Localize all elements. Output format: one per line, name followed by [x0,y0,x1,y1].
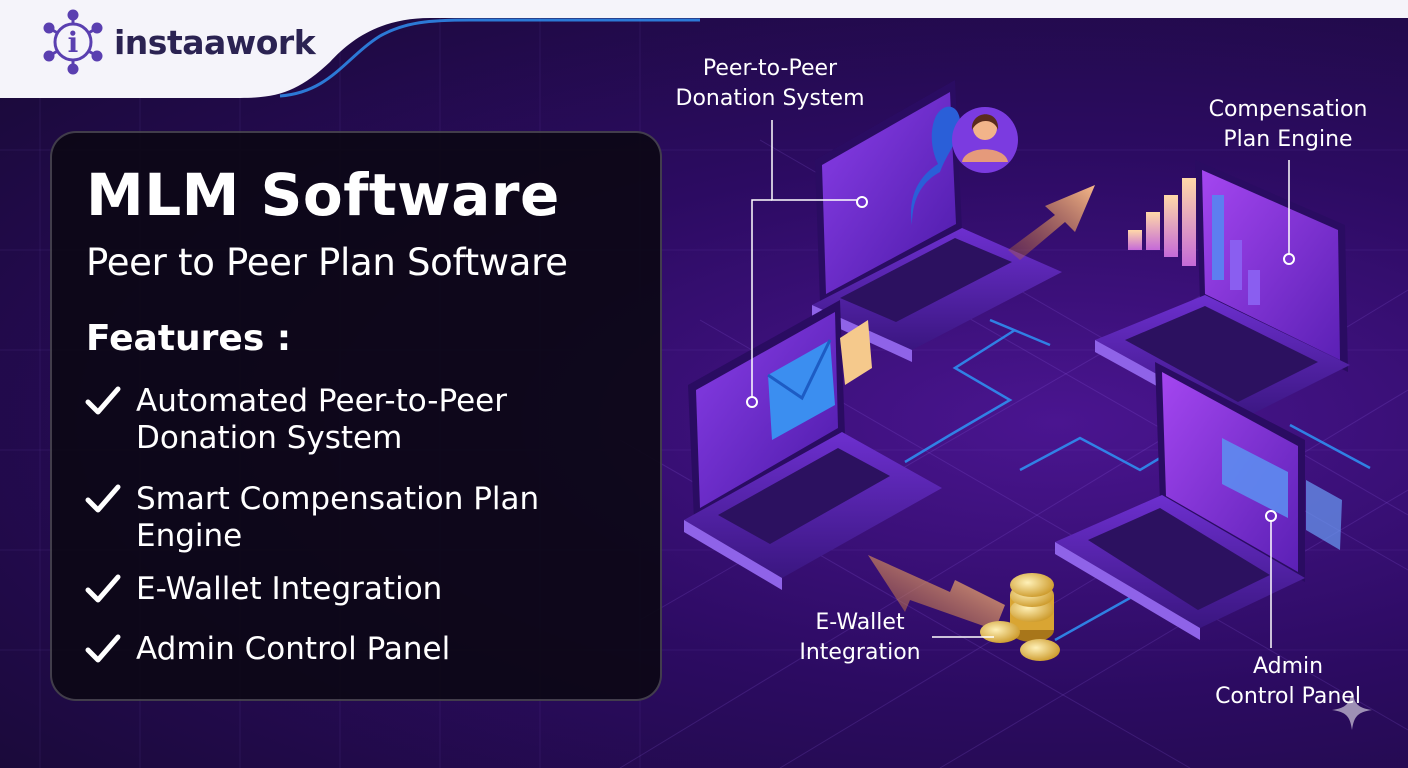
sparkle-icon [1332,690,1372,730]
page-subtitle: Peer to Peer Plan Software [86,241,568,284]
callout-peer-line2: Donation System [675,86,865,111]
brand-logo[interactable]: i instaawork [40,9,316,75]
coins-stack [980,573,1060,661]
brand-name: instaawork [114,22,316,62]
callout-admin: Admin Control Panel [1180,652,1396,712]
callout-wallet-line2: Integration [799,640,921,665]
callout-wallet-line1: E-Wallet [815,610,905,635]
feature-text: Smart Compensation Plan Engine [136,481,540,554]
laptop-donation [812,80,1062,362]
upward-arrow [1008,185,1095,260]
check-icon [85,386,121,415]
laptop-compensation [1095,160,1350,432]
check-icon [85,574,121,603]
callout-admin-line1: Admin [1252,654,1324,679]
laptop-email [684,300,942,590]
callout-admin-line2: Control Panel [1215,684,1361,709]
page-title: MLM Software [86,161,560,229]
callout-peer-line1: Peer-to-Peer [702,56,838,81]
laptop-admin [1055,362,1342,640]
envelope-icon [767,320,872,440]
bar-chart-graphic [1128,178,1260,305]
header-band [0,0,1408,98]
callout-leader-lines [751,120,1290,648]
features-heading: Features : [86,318,292,359]
instaawork-logo-icon: i [43,9,103,75]
feature-text: Admin Control Panel [136,631,451,667]
callout-ewallet: E-Wallet Integration [750,608,970,668]
check-icon [85,484,121,513]
feature-text: Automated Peer-to-Peer Donation System [136,383,507,456]
check-icon [85,634,121,663]
callout-peer-donation: Peer-to-Peer Donation System [640,54,900,114]
callout-comp-line2: Plan Engine [1223,127,1353,152]
network-connectors [904,318,1371,642]
feature-text: E-Wallet Integration [136,571,443,607]
feature-panel: MLM Software Peer to Peer Plan Software … [50,131,662,701]
svg-text:i: i [68,26,79,59]
return-arrow [868,555,1005,630]
callout-comp-line1: Compensation [1208,97,1368,122]
callout-compensation: Compensation Plan Engine [1170,95,1406,155]
